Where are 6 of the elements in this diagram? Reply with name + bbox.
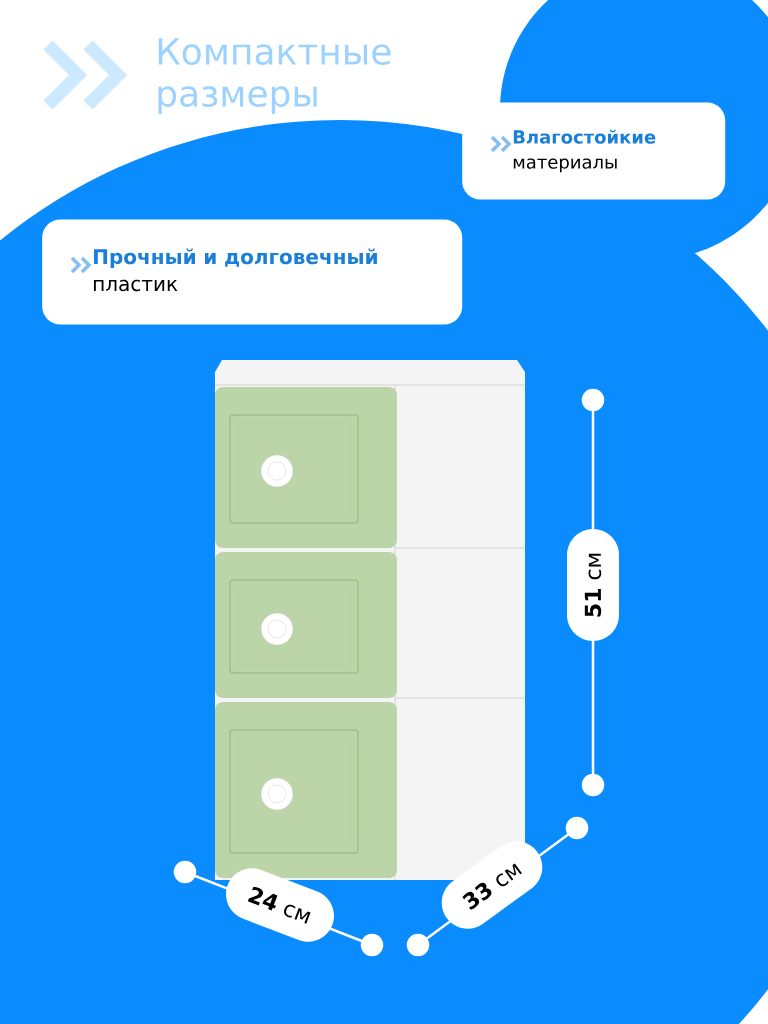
dimension-label: 33 см	[462, 863, 522, 910]
dimension-label: 24 см	[247, 886, 311, 924]
callout-card: Влагостойкие материалы	[462, 102, 726, 200]
title: Компактные размеры	[158, 38, 391, 114]
callout-card: Прочный и долговечный пластик	[42, 219, 463, 325]
dimension-label: 51 см	[567, 529, 619, 641]
